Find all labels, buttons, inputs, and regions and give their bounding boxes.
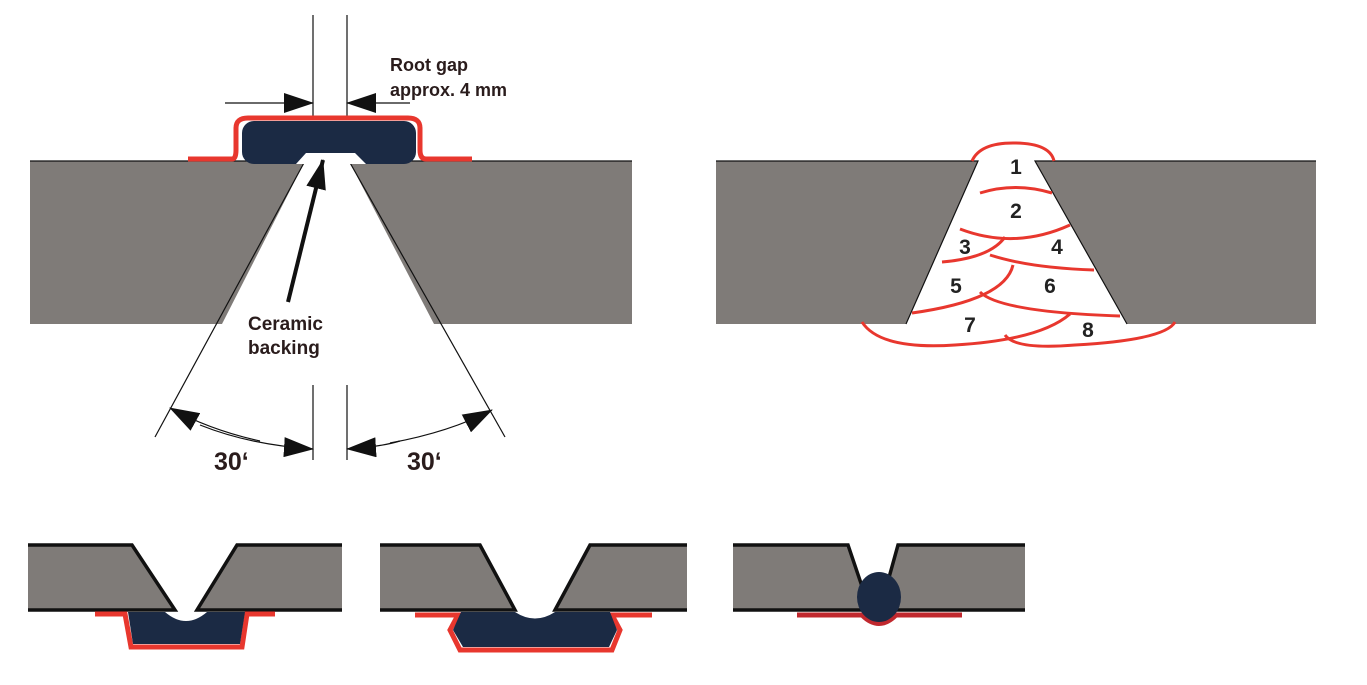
bead-number-5: 5 [950, 275, 962, 298]
adhesive-tape [188, 115, 472, 162]
ceramic-label: Ceramic [248, 314, 323, 335]
bead-number-7: 7 [964, 314, 976, 337]
joint-preparation-diagram: Root gap approx. 4 mm Ceramic backing 30… [30, 15, 632, 476]
right-plate [349, 161, 632, 324]
weld-bead-sequence-diagram: 1 2 3 4 5 6 7 8 [716, 141, 1316, 348]
root-gap-label: Root gap [390, 55, 468, 75]
backing-variant-flat [28, 543, 342, 650]
backing-variant-round [733, 543, 1025, 626]
bead-number-3: 3 [959, 236, 971, 259]
ceramic-pointer-arrow [286, 159, 326, 303]
angle-label-right: 30‘ [407, 448, 442, 476]
bead-number-4: 4 [1051, 236, 1063, 259]
bead-number-8: 8 [1082, 319, 1094, 342]
backing-label: backing [248, 338, 320, 359]
left-plate [30, 161, 305, 324]
bevel-line-left [154, 160, 306, 438]
ceramic-backing [242, 121, 416, 164]
bead-number-2: 2 [1010, 200, 1022, 223]
backing-variant-hexagonal [380, 543, 687, 653]
bead-number-1: 1 [1010, 156, 1022, 179]
bead-number-6: 6 [1044, 275, 1056, 298]
right-plate [1035, 161, 1316, 324]
left-plate [716, 161, 978, 324]
angle-label-left: 30‘ [214, 448, 249, 476]
bevel-line-right [348, 160, 506, 438]
root-gap-value: approx. 4 mm [390, 80, 507, 100]
angle-arc-left [169, 407, 261, 442]
